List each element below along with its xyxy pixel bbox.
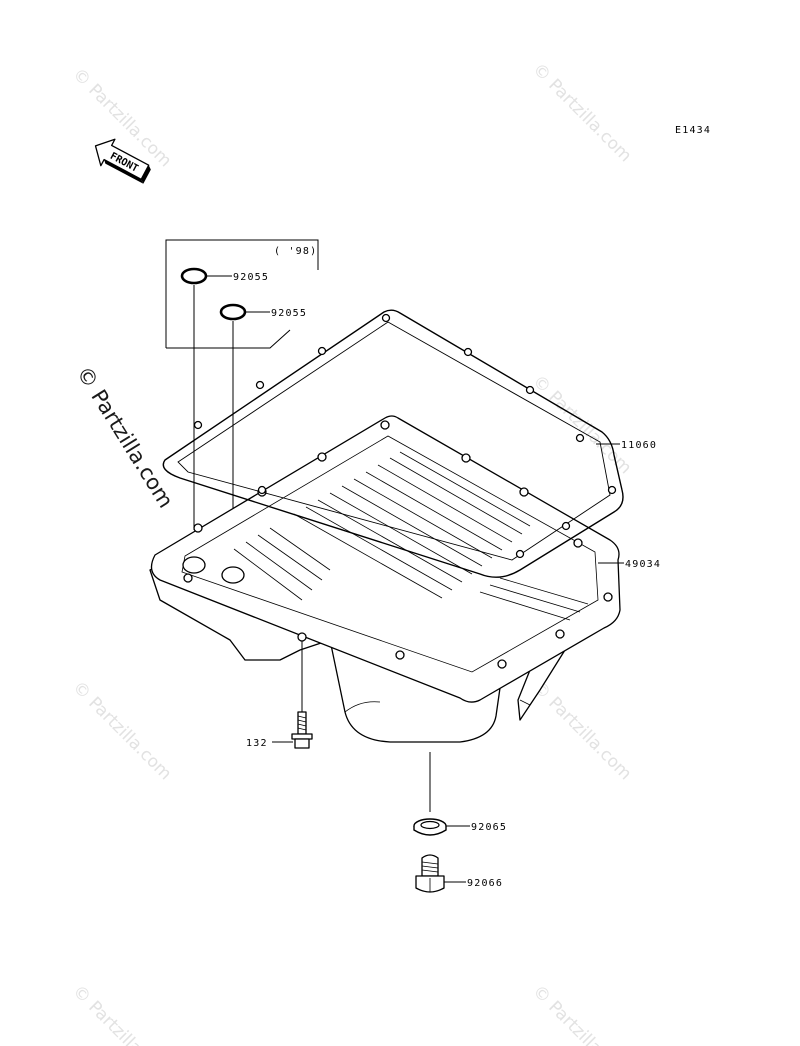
- watermark: © Partzilla.com: [528, 981, 635, 1046]
- watermark: © Partzilla.com: [528, 371, 635, 478]
- o-ring-upper: 92055: [180, 267, 269, 285]
- callout-92066: 92066: [467, 878, 503, 889]
- gasket-bolt-holes: [193, 313, 617, 559]
- flange-bolt: 132: [246, 641, 313, 749]
- year-note: ( '98): [274, 246, 317, 257]
- watermark: © Partzilla.com: [68, 677, 175, 784]
- callout-11060: 11060: [621, 440, 657, 451]
- watermark-prominent: © Partzilla.com: [72, 362, 178, 512]
- watermark: © Partzilla.com: [528, 677, 635, 784]
- drain-plug: 92066: [415, 854, 503, 893]
- callout-92055-lower: 92055: [271, 308, 307, 319]
- o-ring-lower: 92055: [219, 303, 307, 321]
- year-bracket: ( '98): [165, 239, 319, 349]
- front-arrow-icon: FRONT: [94, 138, 151, 184]
- oil-pan-ribs: [233, 451, 589, 621]
- watermark: © Partzilla.com: [528, 59, 635, 166]
- callout-92055-upper: 92055: [233, 272, 269, 283]
- oil-pan: [149, 415, 621, 743]
- diagram-code: E1434: [675, 125, 711, 136]
- oil-pan-gasket: [162, 309, 624, 578]
- drain-washer: 92065: [413, 818, 507, 836]
- callout-132: 132: [246, 738, 268, 749]
- watermark: © Partzilla.com: [68, 981, 175, 1046]
- callout-92065: 92065: [471, 822, 507, 833]
- callout-49034: 49034: [625, 559, 661, 570]
